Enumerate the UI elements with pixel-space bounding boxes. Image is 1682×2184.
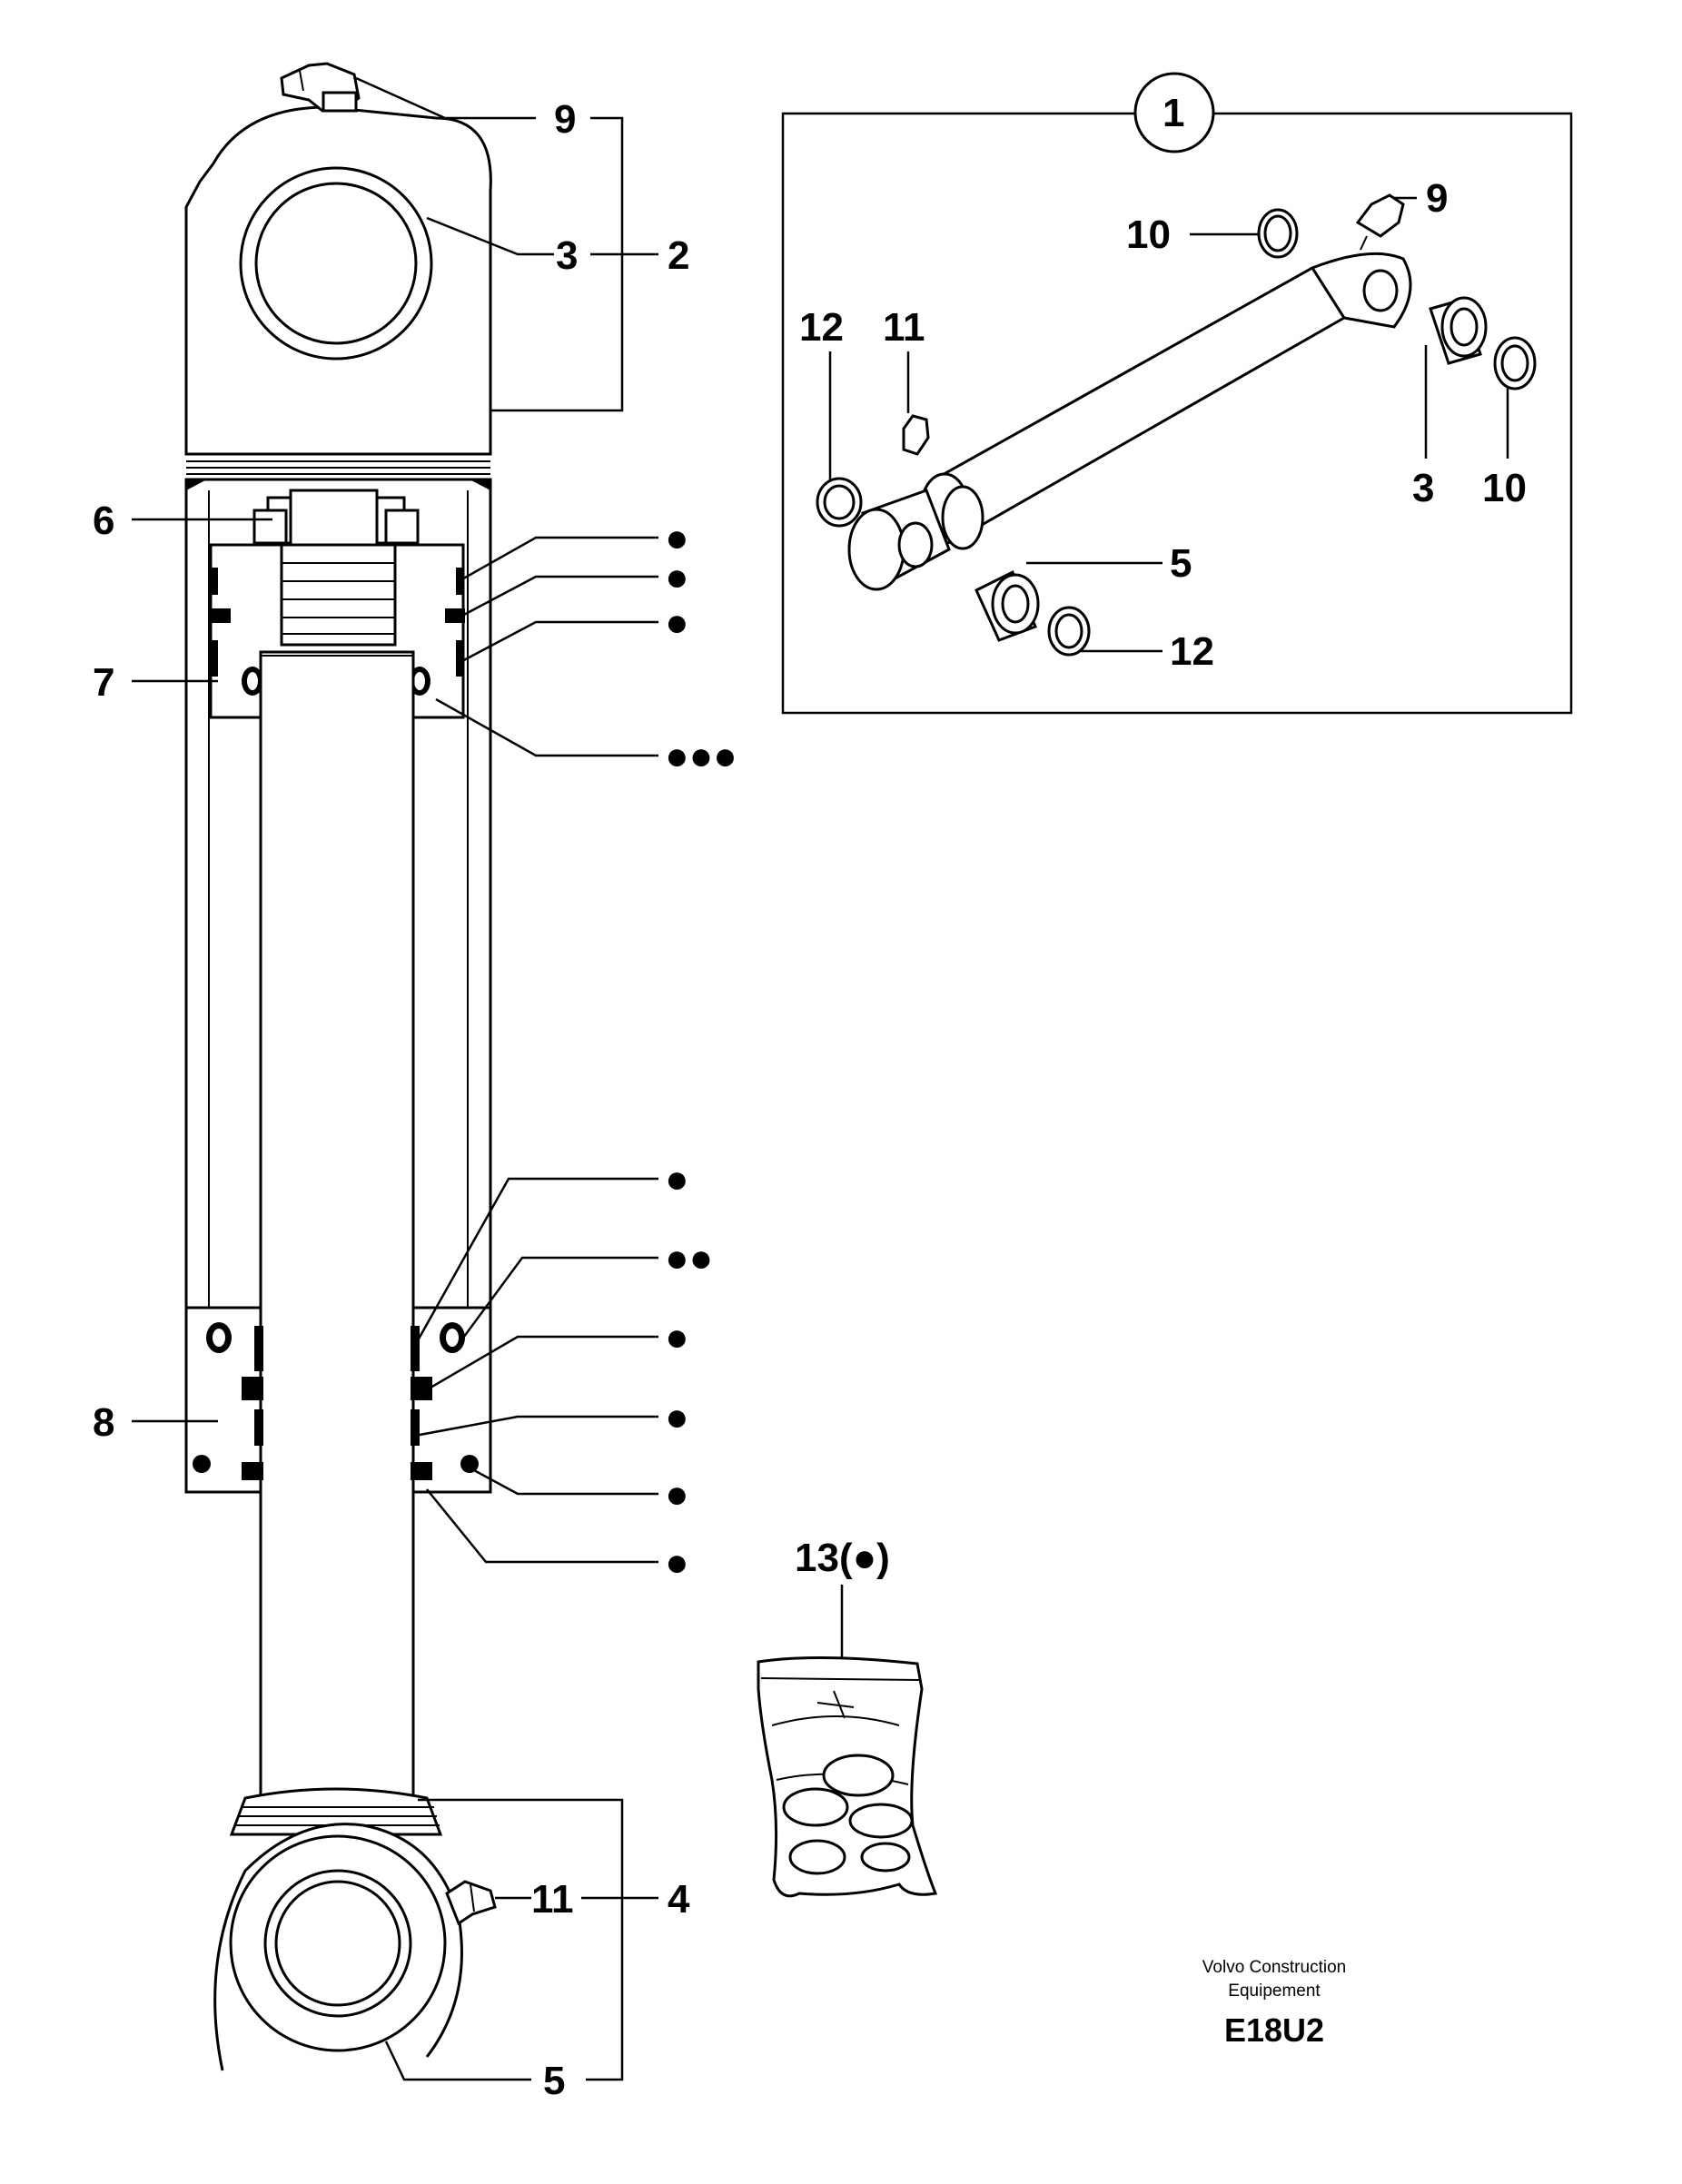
- grease-nipple-icon: [445, 1880, 497, 1926]
- inset-callout-circle: [1133, 72, 1215, 153]
- inset-cylinder: [847, 252, 1412, 591]
- label-9-top: 9: [554, 97, 576, 142]
- label-11-inset: 11: [883, 305, 925, 350]
- label-9-inset: 9: [1426, 176, 1448, 221]
- label-10-inset-top: 10: [1126, 212, 1171, 257]
- label-4: 4: [668, 1877, 690, 1922]
- bushing-icon: [975, 569, 1040, 642]
- label-11-bottom: 11: [531, 1877, 574, 1922]
- seal-marker: ●: [665, 555, 689, 599]
- seal-ring-icon: [816, 477, 863, 528]
- seal-ring-icon: [1257, 208, 1299, 259]
- label-13: 13(●): [795, 1536, 890, 1580]
- label-7: 7: [93, 660, 114, 705]
- cylinder-gland: [184, 1306, 492, 1494]
- label-12-inset-bottom: 12: [1170, 629, 1214, 674]
- grease-nipple-icon: [280, 62, 361, 113]
- label-6: 6: [93, 499, 114, 543]
- inset-exploded-view: 1: [781, 72, 1573, 715]
- label-1: 1: [1163, 91, 1184, 135]
- seal-ring-icon: [1047, 606, 1091, 657]
- seal-marker: ●: [665, 1395, 689, 1439]
- grease-nipple-icon: [902, 414, 930, 456]
- label-3-top: 3: [556, 233, 578, 278]
- part-number-labels-main: 9 3 2 6 7 8 11 4 5: [93, 97, 690, 2103]
- bushing-icon: [1429, 296, 1488, 365]
- seal-kit-bag-icon: 13(●): [757, 1536, 938, 1898]
- seal-kit-markers: ● ● ● ●●● ● ●● ● ● ● ●: [665, 516, 737, 1585]
- seal-marker: ●●: [665, 1236, 713, 1280]
- seal-marker: ●●●: [665, 734, 737, 778]
- label-2: 2: [668, 233, 689, 278]
- label-3-inset: 3: [1412, 466, 1434, 510]
- rod-end-eye: [213, 1787, 463, 2071]
- caption-company: Volvo Construction: [1202, 1958, 1346, 1977]
- seal-marker: ●: [665, 516, 689, 560]
- seal-marker: ●: [665, 1540, 689, 1585]
- label-5-bottom: 5: [543, 2059, 565, 2103]
- drawing-code: E18U2: [1224, 2011, 1324, 2049]
- drawing-caption: Volvo Construction Equipement E18U2: [1202, 1958, 1346, 2049]
- label-5-inset: 5: [1170, 541, 1192, 586]
- caption-company-line2: Equipement: [1228, 1981, 1321, 2001]
- seal-marker: ●: [665, 1472, 689, 1517]
- seal-ring-icon: [1493, 336, 1537, 390]
- label-10-inset-right: 10: [1482, 466, 1527, 510]
- piston-rod: [259, 650, 415, 1807]
- grease-nipple-icon: [1355, 193, 1405, 251]
- seal-marker: ●: [665, 1315, 689, 1359]
- leader-lines-main: [132, 76, 658, 2081]
- seal-marker: ●: [665, 600, 689, 645]
- seal-marker: ●: [665, 1157, 689, 1201]
- label-8: 8: [93, 1400, 114, 1445]
- label-12-inset-left: 12: [799, 305, 844, 350]
